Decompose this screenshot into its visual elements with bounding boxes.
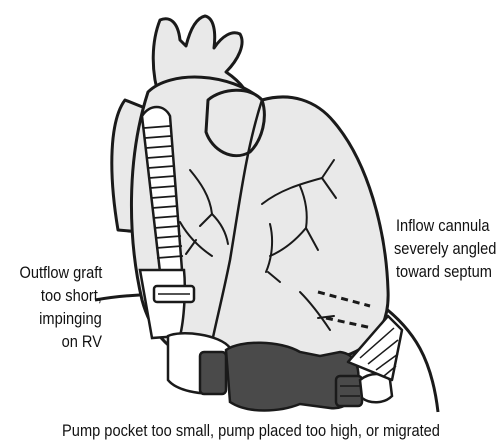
outflow-label-line-1: Outflow graft bbox=[19, 262, 102, 284]
inflow-label-line-1: Inflow cannula bbox=[396, 215, 489, 237]
outflow-label-line-4: on RV bbox=[62, 331, 102, 353]
inflow-label-line-2: severely angled bbox=[394, 238, 496, 260]
inflow-label-line-3: toward septum bbox=[396, 261, 492, 283]
pump-label: Pump pocket too small, pump placed too h… bbox=[35, 420, 467, 442]
outflow-label-line-2: too short, bbox=[41, 285, 102, 307]
outflow-label-line-3: impinging bbox=[39, 308, 102, 330]
